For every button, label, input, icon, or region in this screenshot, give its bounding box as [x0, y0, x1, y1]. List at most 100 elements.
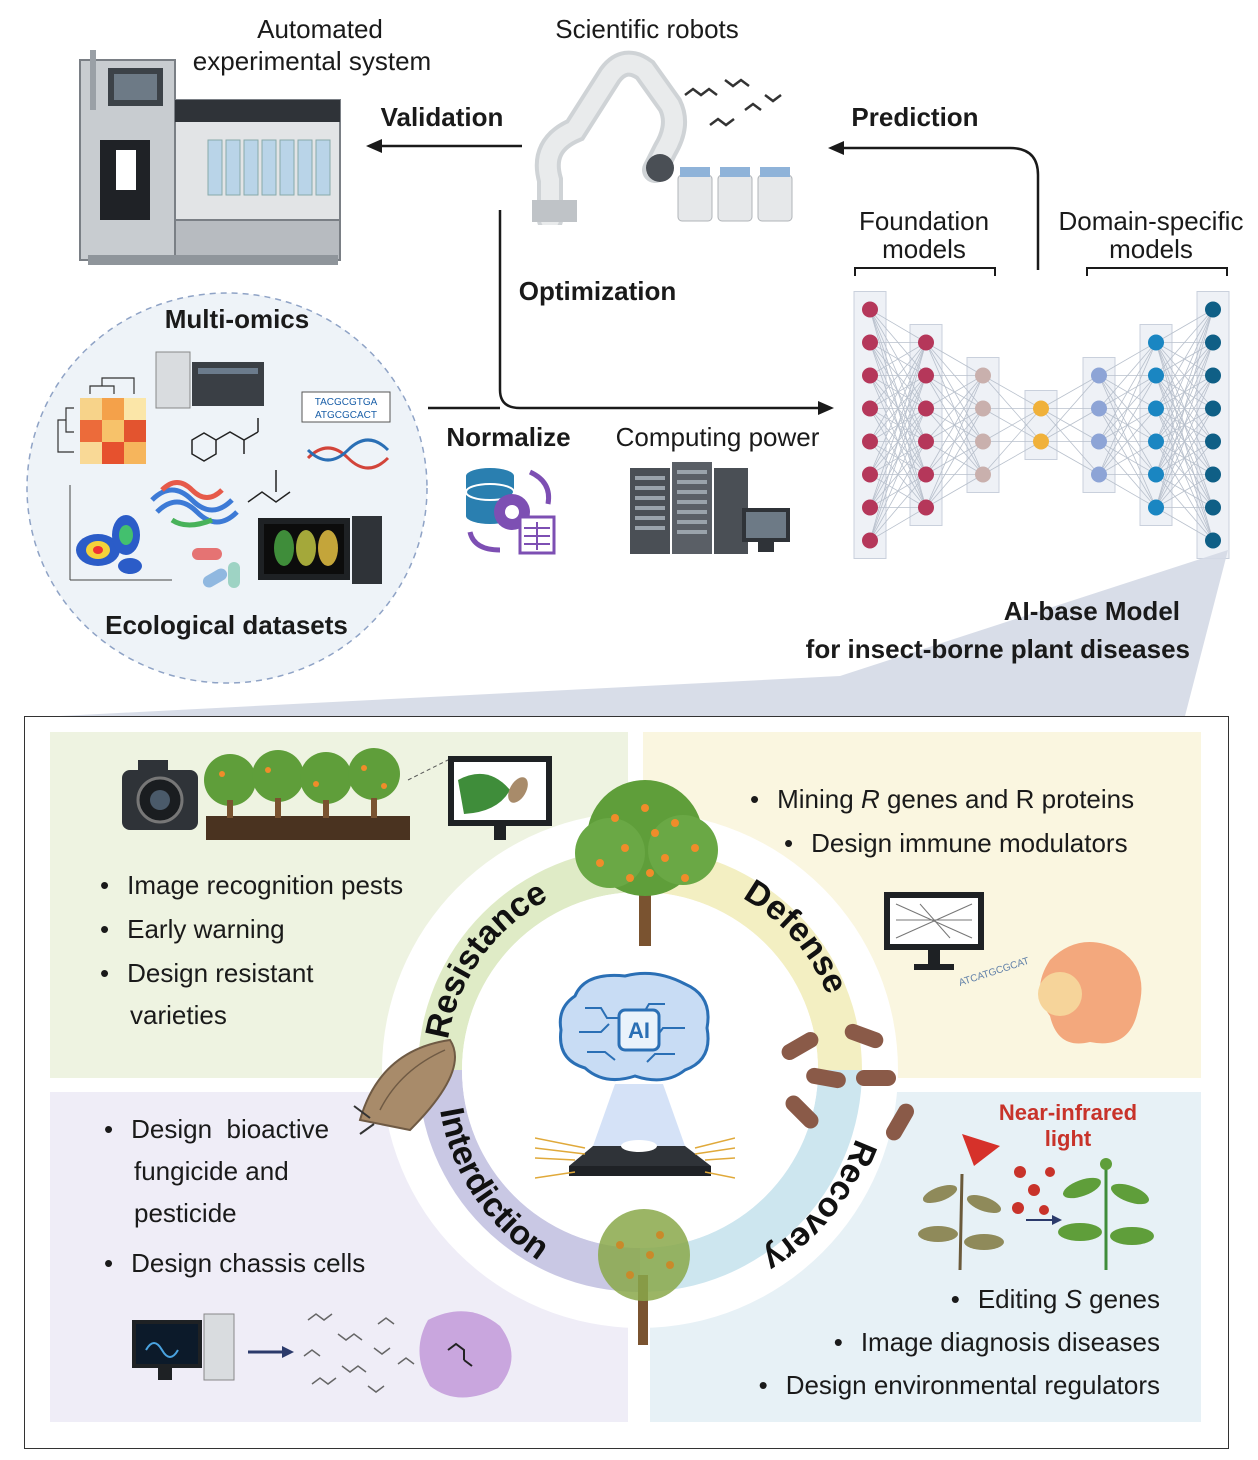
- dna-sequence-bottom: ATGCGCACT: [315, 410, 377, 421]
- normalize-label: Normalize: [446, 422, 571, 452]
- ecological-datasets-label: Ecological datasets: [105, 610, 348, 640]
- nn-connection: [1155, 309, 1214, 442]
- resistance-item-1: Image recognition pests: [100, 870, 403, 900]
- nn-connection: [1155, 408, 1214, 508]
- nn-connection: [982, 408, 1042, 475]
- nn-connection: [925, 342, 984, 376]
- dna-stream-text: ATCATGCGCAT: [958, 956, 1031, 989]
- nn-node: [918, 367, 934, 384]
- flow-cytometry-plot: [69, 485, 172, 581]
- nn-node: [975, 433, 991, 450]
- recovery-item-3: Design environmental regulators: [720, 1370, 1160, 1400]
- nn-layer-panel: [853, 291, 887, 559]
- neural-network-diagram: [853, 291, 1230, 559]
- nn-connection: [869, 342, 927, 541]
- nn-node: [918, 400, 934, 417]
- nn-node: [1033, 400, 1049, 417]
- nn-node: [1148, 367, 1164, 384]
- nn-node: [1205, 433, 1221, 450]
- recovery-item-2: Image diagnosis diseases: [720, 1327, 1160, 1357]
- nn-connection: [1155, 309, 1214, 376]
- dna-sequence-top: TACGCGTGA: [315, 397, 378, 408]
- automated-system-label-line2: experimental system: [192, 46, 432, 76]
- nn-connection: [1155, 474, 1214, 508]
- nn-node: [918, 433, 934, 450]
- domain-specific-models-label-line2: models: [1109, 234, 1193, 264]
- nn-connection: [1155, 507, 1214, 541]
- nn-node: [975, 400, 991, 417]
- nn-connection: [1098, 441, 1157, 475]
- model-brackets: [854, 267, 1228, 276]
- nn-layer-panel: [1196, 291, 1230, 559]
- nn-connection: [982, 408, 1042, 442]
- projection-wedge: [60, 550, 1228, 716]
- nn-node: [862, 400, 878, 417]
- nn-connection: [1155, 309, 1214, 475]
- protein-design-illustration: ATCATGCGCAT: [884, 892, 1142, 1044]
- prediction-label: Prediction: [851, 102, 979, 132]
- chassis-cell-design-illustration: [132, 1311, 512, 1398]
- resistance-item-3-cont: varieties: [130, 1000, 227, 1030]
- nn-connection: [869, 507, 927, 541]
- nn-node: [1148, 433, 1164, 450]
- nn-connection: [869, 342, 927, 376]
- automated-system-label-line1: Automated: [257, 14, 383, 44]
- nn-connection: [869, 342, 927, 475]
- nn-connection: [925, 408, 984, 508]
- multi-omics-circle: TACGCGTGA ATGCGCACT: [26, 292, 428, 684]
- robot-arm-illustration: [532, 50, 793, 225]
- interdiction-item-1-cont-b: pesticide: [134, 1198, 237, 1228]
- nn-connection: [1040, 375, 1100, 442]
- ai-brain-chip-illustration: AI: [535, 971, 735, 1179]
- bacteria-illustration: [781, 1023, 914, 1141]
- nn-node: [918, 499, 934, 516]
- nn-connection: [869, 441, 927, 541]
- nn-node: [975, 367, 991, 384]
- nn-node: [862, 301, 878, 318]
- nn-connection: [925, 375, 984, 508]
- nn-connection: [1098, 375, 1157, 475]
- nn-connection: [1040, 375, 1100, 409]
- optimization-label: Optimization: [518, 276, 677, 306]
- nn-node: [862, 433, 878, 450]
- nn-connection: [1040, 441, 1100, 475]
- ai-model-title-line2: for insect-borne plant diseases: [805, 634, 1190, 664]
- nn-node: [918, 466, 934, 483]
- plant-recovery-illustration: [918, 1134, 1154, 1271]
- near-infrared-label-line2: light: [1044, 1126, 1092, 1151]
- nn-node: [1205, 499, 1221, 516]
- nn-connection: [925, 375, 984, 442]
- nn-node: [918, 334, 934, 351]
- nn-connection: [869, 342, 927, 508]
- nn-connection: [869, 342, 927, 442]
- nn-connection: [869, 342, 927, 409]
- nn-connection: [869, 408, 927, 541]
- nn-node: [1148, 466, 1164, 483]
- nn-connection: [1040, 408, 1100, 442]
- normalize-database-icon: [465, 468, 556, 555]
- diseased-tree-illustration: [598, 1209, 690, 1345]
- nn-node: [862, 367, 878, 384]
- nn-node: [1033, 433, 1049, 450]
- recovery-item-1: Editing S genes: [720, 1284, 1160, 1314]
- nn-connection: [925, 375, 984, 409]
- ai-chip-label: AI: [628, 1018, 650, 1043]
- nn-node: [975, 466, 991, 483]
- automated-experimental-system-illustration: [79, 50, 341, 265]
- nn-node: [1091, 466, 1107, 483]
- nn-connection: [1155, 342, 1214, 508]
- nn-connection: [925, 474, 984, 508]
- nn-node: [862, 532, 878, 549]
- nn-connection: [1098, 474, 1157, 508]
- computing-power-label: Computing power: [615, 422, 820, 452]
- nn-node: [862, 466, 878, 483]
- nn-connection: [925, 441, 984, 508]
- defense-item-1: Mining R genes and R proteins: [750, 784, 1134, 814]
- nn-node: [862, 499, 878, 516]
- nn-connection: [1098, 342, 1157, 442]
- nn-connection: [1155, 309, 1214, 508]
- nn-connection: [1155, 309, 1214, 343]
- domain-specific-models-label-line1: Domain-specific: [1058, 206, 1244, 236]
- resistance-item-2: Early warning: [100, 914, 403, 944]
- nn-node: [1148, 499, 1164, 516]
